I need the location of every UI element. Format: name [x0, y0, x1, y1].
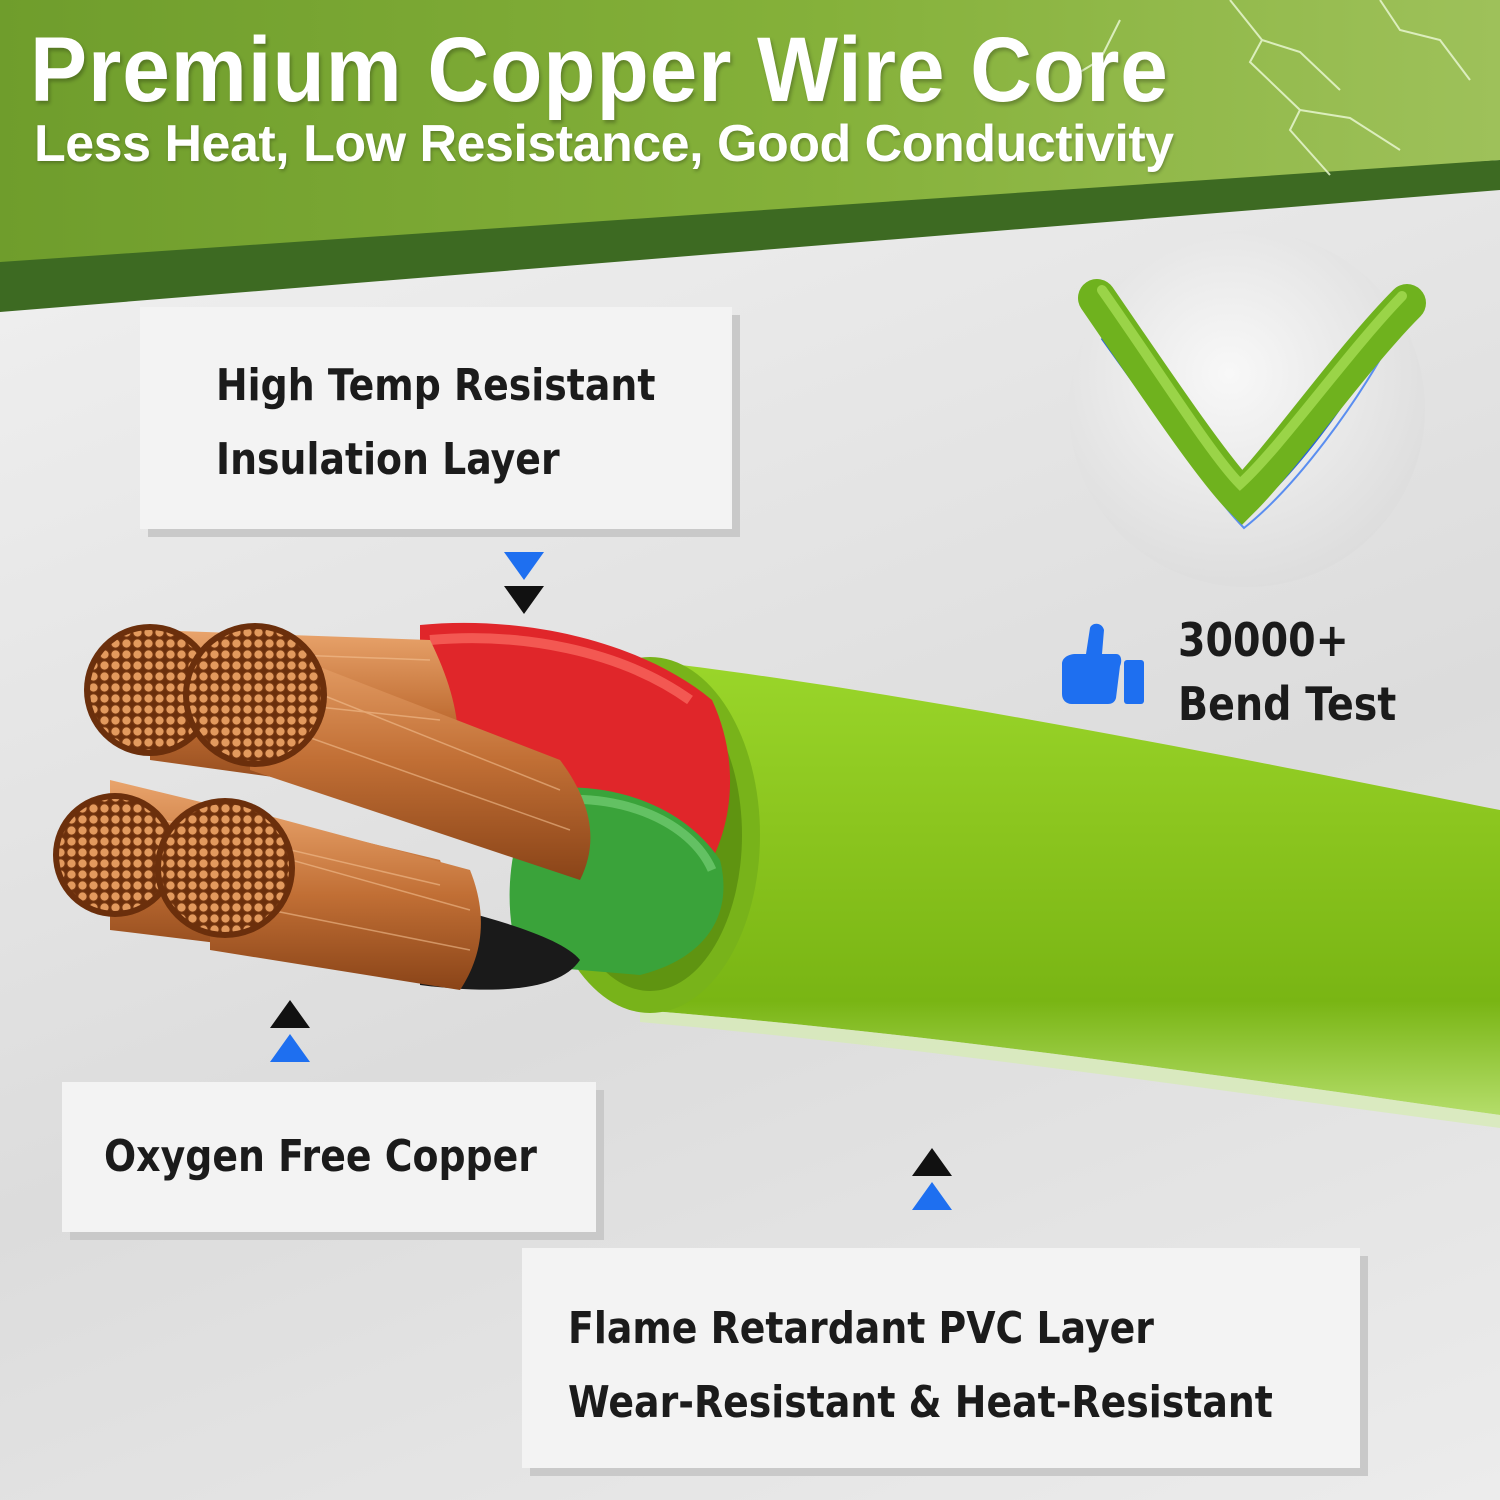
insulation-label-box: High Temp Resistant Insulation Layer [140, 307, 732, 529]
pvc-label-line2: Wear-Resistant & Heat-Resistant [568, 1377, 1273, 1428]
insulation-label-line2: Insulation Layer [216, 434, 560, 485]
bend-test-count: 30000+ [1178, 613, 1349, 667]
copper-label: Oxygen Free Copper [104, 1131, 537, 1182]
thumbs-up-icon [1062, 623, 1144, 704]
up-arrow-icon [912, 1148, 952, 1210]
banner-shadow [0, 160, 1500, 312]
down-arrow-icon [504, 552, 544, 614]
pvc-label-box: Flame Retardant PVC Layer Wear-Resistant… [522, 1248, 1360, 1468]
bend-test-caption: Bend Test [1178, 677, 1397, 731]
bend-test-illustration [1069, 231, 1426, 587]
up-arrow-icon [270, 1000, 310, 1062]
banner [0, 0, 1500, 262]
banner-title: Premium Copper Wire Core [30, 19, 1169, 121]
copper-label-box: Oxygen Free Copper [62, 1082, 596, 1232]
cable-jacket [640, 660, 1500, 1115]
lightning-icon [1079, 0, 1471, 176]
banner-subtitle: Less Heat, Low Resistance, Good Conducti… [34, 115, 1174, 173]
insulation-label-line1: High Temp Resistant [216, 360, 656, 411]
pvc-label-line1: Flame Retardant PVC Layer [568, 1303, 1154, 1354]
bend-test-label: 30000+ Bend Test [1178, 608, 1432, 736]
copper-end-faces [53, 623, 327, 938]
